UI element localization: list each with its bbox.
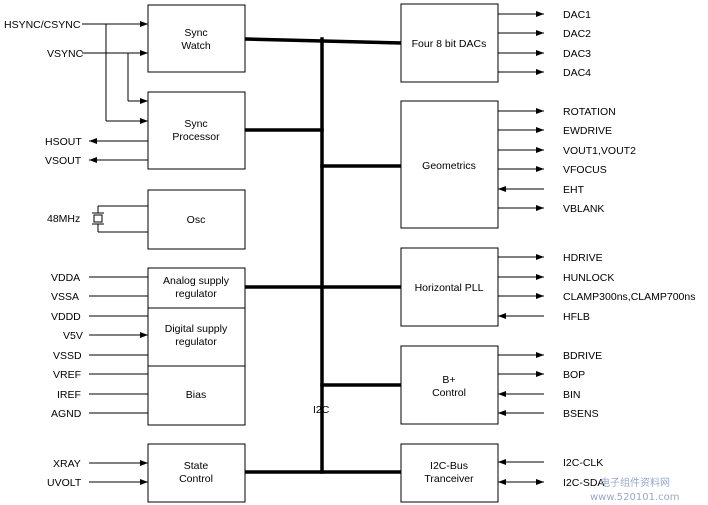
signal-i2c-clk: I2C-CLK	[563, 457, 603, 469]
signal-48mhz: 48MHz	[47, 213, 80, 225]
horizontal-pll-label: Horizontal PLL	[415, 282, 484, 294]
watermark-url: www.520101.com	[590, 492, 680, 503]
supply-wiring	[89, 276, 148, 414]
signal-bop: BOP	[563, 369, 585, 381]
signal-ewdrive: EWDRIVE	[563, 125, 612, 137]
osc-label: Osc	[187, 214, 206, 226]
bias-block: Bias	[147, 365, 246, 426]
signal-clamp: CLAMP300ns,CLAMP700ns	[563, 291, 696, 303]
bias-label: Bias	[186, 389, 206, 401]
signal-uvolt: UVOLT	[47, 477, 82, 489]
digital-supply-block: Digital supply regulator	[147, 307, 246, 367]
signal-hsout: HSOUT	[45, 136, 82, 148]
signal-hdrive: HDRIVE	[563, 252, 603, 264]
crystal-symbol	[92, 205, 148, 233]
signal-hunlock: HUNLOCK	[563, 272, 614, 284]
i2c-wiring	[498, 459, 544, 485]
sync-watch-block: Sync Watch	[147, 4, 246, 73]
signal-bsens: BSENS	[563, 408, 599, 420]
horizontal-pll-block: Horizontal PLL	[400, 247, 499, 327]
i2c-transceiver-line2: Tranceiver	[424, 473, 474, 485]
watermark-cn: 电子组件资料网	[600, 476, 670, 489]
signal-vblank: VBLANK	[563, 203, 604, 215]
signal-dac2: DAC2	[563, 28, 591, 40]
signal-agnd: AGND	[51, 408, 82, 420]
signal-dac4: DAC4	[563, 67, 591, 79]
signal-vssd: VSSD	[53, 350, 82, 362]
signal-vssa: VSSA	[51, 291, 79, 303]
state-control-wiring	[89, 460, 148, 485]
signal-vsout: VSOUT	[45, 155, 82, 167]
sync-watch-line1: Sync	[184, 27, 207, 39]
signal-vfocus: VFOCUS	[563, 164, 607, 176]
state-control-line2: Control	[179, 473, 213, 485]
dacs-label: Four 8 bit DACs	[412, 38, 487, 50]
signal-bdrive: BDRIVE	[563, 350, 602, 362]
sync-processor-line2: Processor	[172, 131, 220, 143]
sync-watch-line2: Watch	[181, 40, 211, 52]
state-control-line1: State	[184, 460, 209, 472]
signal-dac3: DAC3	[563, 48, 591, 60]
signal-i2c-sda: I2C-SDA	[563, 477, 604, 489]
digital-supply-line2: regulator	[175, 336, 217, 348]
signal-rotation: ROTATION	[563, 106, 616, 118]
digital-supply-line1: Digital supply	[165, 323, 228, 335]
signal-vdda: VDDA	[51, 272, 80, 284]
signal-dac1: DAC1	[563, 9, 591, 21]
signal-vsync: VSYNC	[47, 48, 84, 60]
analog-supply-block: Analog supply regulator	[147, 267, 246, 309]
geometrics-block: Geometrics	[400, 100, 499, 229]
signal-vref: VREF	[53, 369, 81, 381]
geometrics-wiring	[498, 108, 544, 211]
signal-bin: BIN	[563, 389, 581, 401]
analog-supply-line2: regulator	[175, 288, 217, 300]
bplus-wiring	[498, 352, 544, 416]
sync-processor-block: Sync Processor	[147, 91, 246, 170]
sync-wiring	[82, 21, 148, 163]
analog-supply-line1: Analog supply	[163, 275, 230, 287]
signal-iref: IREF	[57, 389, 81, 401]
osc-block: Osc	[147, 189, 246, 250]
bplus-line1: B+	[442, 374, 455, 386]
signal-v5v: V5V	[63, 330, 83, 342]
bplus-control-block: B+ Control	[400, 345, 499, 425]
signal-hsync: HSYNC/CSYNC	[4, 19, 81, 31]
dac-outputs	[498, 11, 544, 75]
geometrics-label: Geometrics	[422, 160, 476, 172]
state-control-block: State Control	[147, 443, 246, 503]
i2c-transceiver-line1: I2C-Bus	[430, 460, 468, 472]
i2c-transceiver-block: I2C-Bus Tranceiver	[400, 443, 499, 503]
signal-hflb: HFLB	[563, 311, 590, 323]
hpll-wiring	[498, 254, 544, 319]
signal-vout: VOUT1,VOUT2	[563, 145, 636, 157]
signal-eht: EHT	[563, 184, 585, 196]
i2c-bus	[244, 37, 402, 474]
sync-processor-line1: Sync	[184, 118, 207, 130]
bplus-line2: Control	[432, 387, 466, 399]
signal-vddd: VDDD	[51, 311, 81, 323]
signal-xray: XRAY	[53, 458, 81, 470]
i2c-bus-label: I2C	[313, 404, 330, 416]
dacs-block: Four 8 bit DACs	[400, 3, 499, 83]
